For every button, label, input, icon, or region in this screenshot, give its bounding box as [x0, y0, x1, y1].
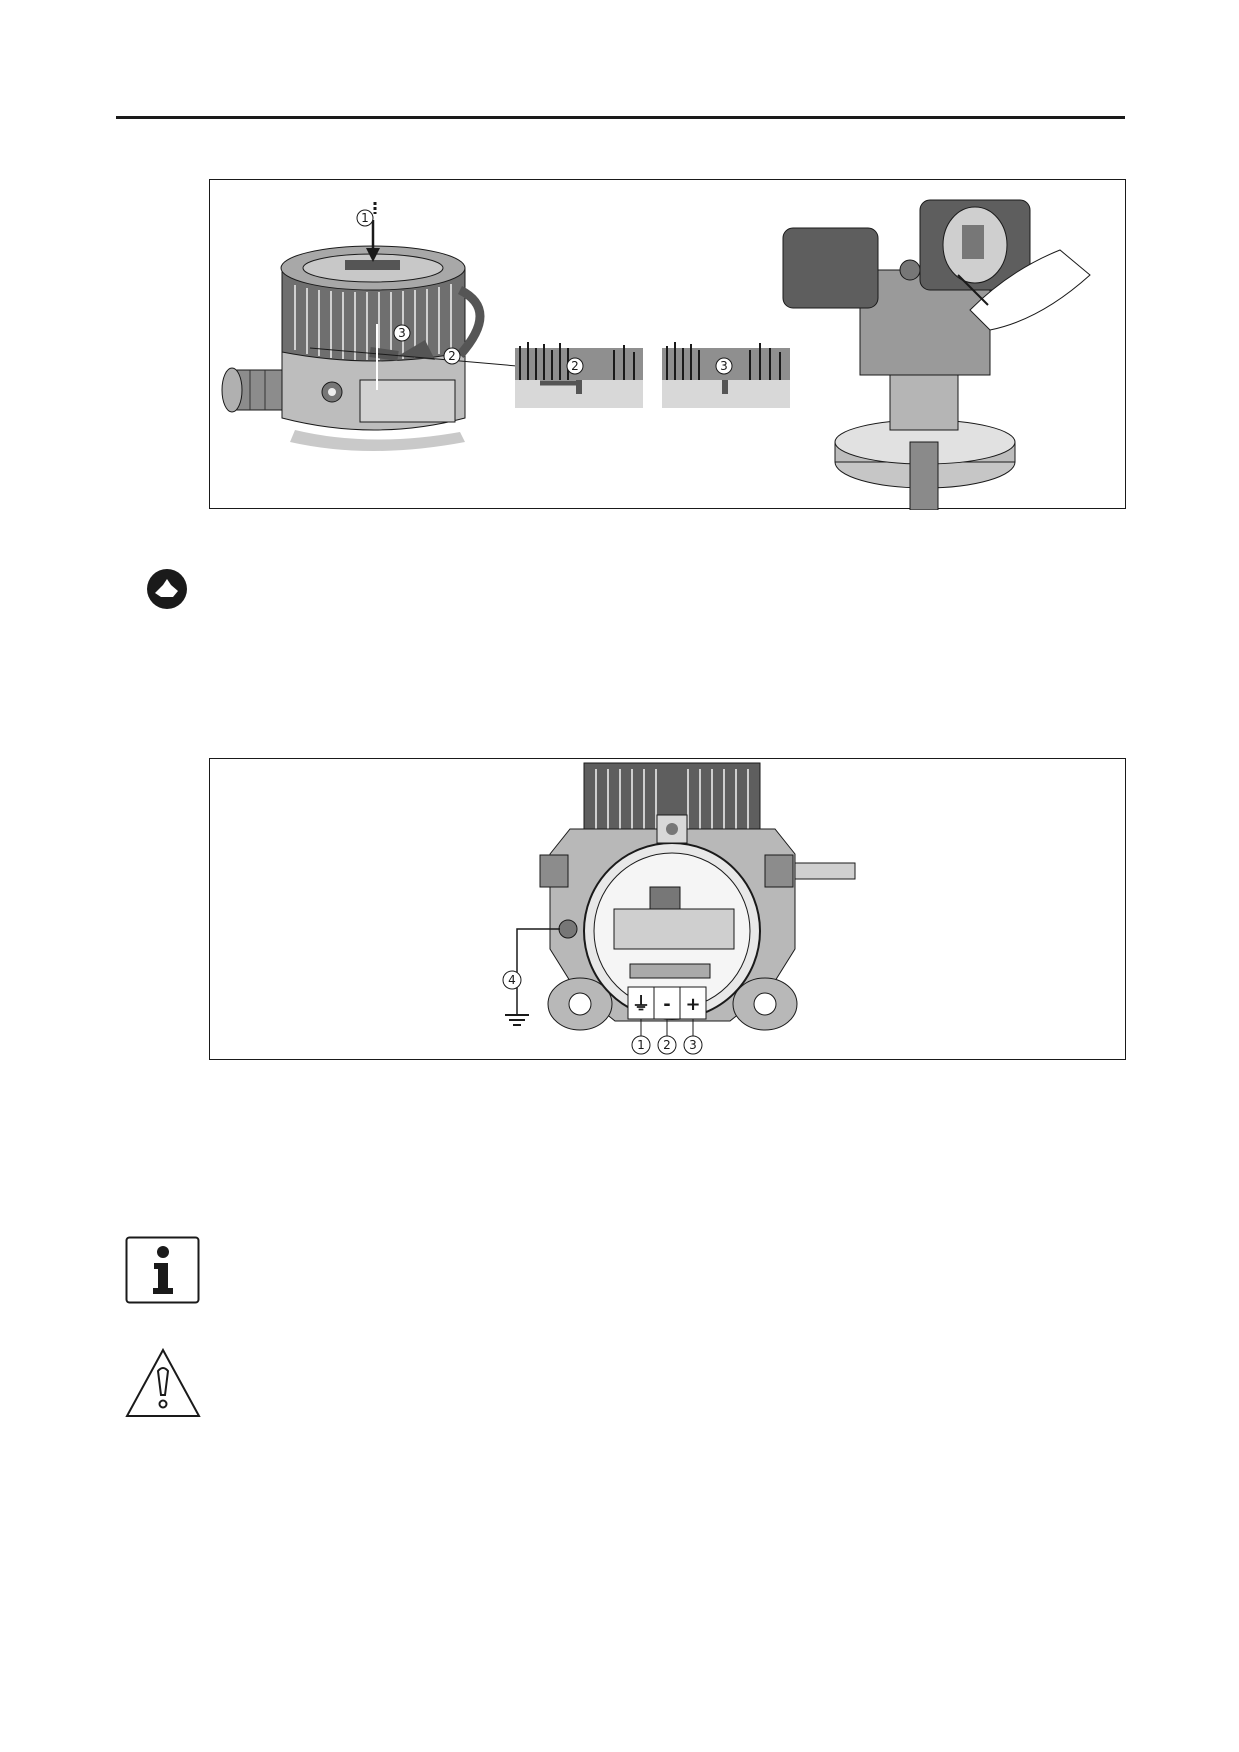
callout-3: 3: [398, 326, 406, 340]
ribbed-cover: [280, 245, 485, 362]
transmitter-illustration: [782, 199, 1091, 510]
terminal-minus-symbol: -: [663, 994, 670, 1015]
figure-cover-removal: 1 3 2 2: [209, 179, 1126, 510]
cable-gland: [221, 367, 291, 413]
detail-locked: 3: [662, 342, 790, 408]
cover-removal-illustration: 1 3 2 2: [221, 199, 1091, 510]
figure-terminal-wiring: 4 ⏚ - + 1 2 3: [209, 758, 1126, 1060]
detail-callout-3: 3: [720, 359, 728, 373]
header-rule: [116, 116, 1125, 119]
terminal-plus-symbol: +: [685, 994, 700, 1015]
terminal-callout-2: 2: [663, 1038, 671, 1052]
ground-callout: 4: [508, 973, 516, 987]
detail-unlocked: 2: [515, 342, 643, 408]
callout-1: 1: [361, 211, 369, 225]
terminal-wiring-illustration: 4 ⏚ - + 1 2 3: [502, 762, 856, 1055]
detail-callout-2: 2: [571, 359, 579, 373]
warning-triangle-icon: [125, 1347, 201, 1417]
hand-caution-icon: [147, 569, 187, 609]
callout-2: 2: [448, 349, 456, 363]
terminal-callout-1: 1: [637, 1038, 645, 1052]
information-icon: [125, 1236, 200, 1304]
terminal-ground-symbol: ⏚: [632, 994, 650, 1015]
terminal-callout-3: 3: [689, 1038, 697, 1052]
housing-body: [281, 344, 466, 431]
